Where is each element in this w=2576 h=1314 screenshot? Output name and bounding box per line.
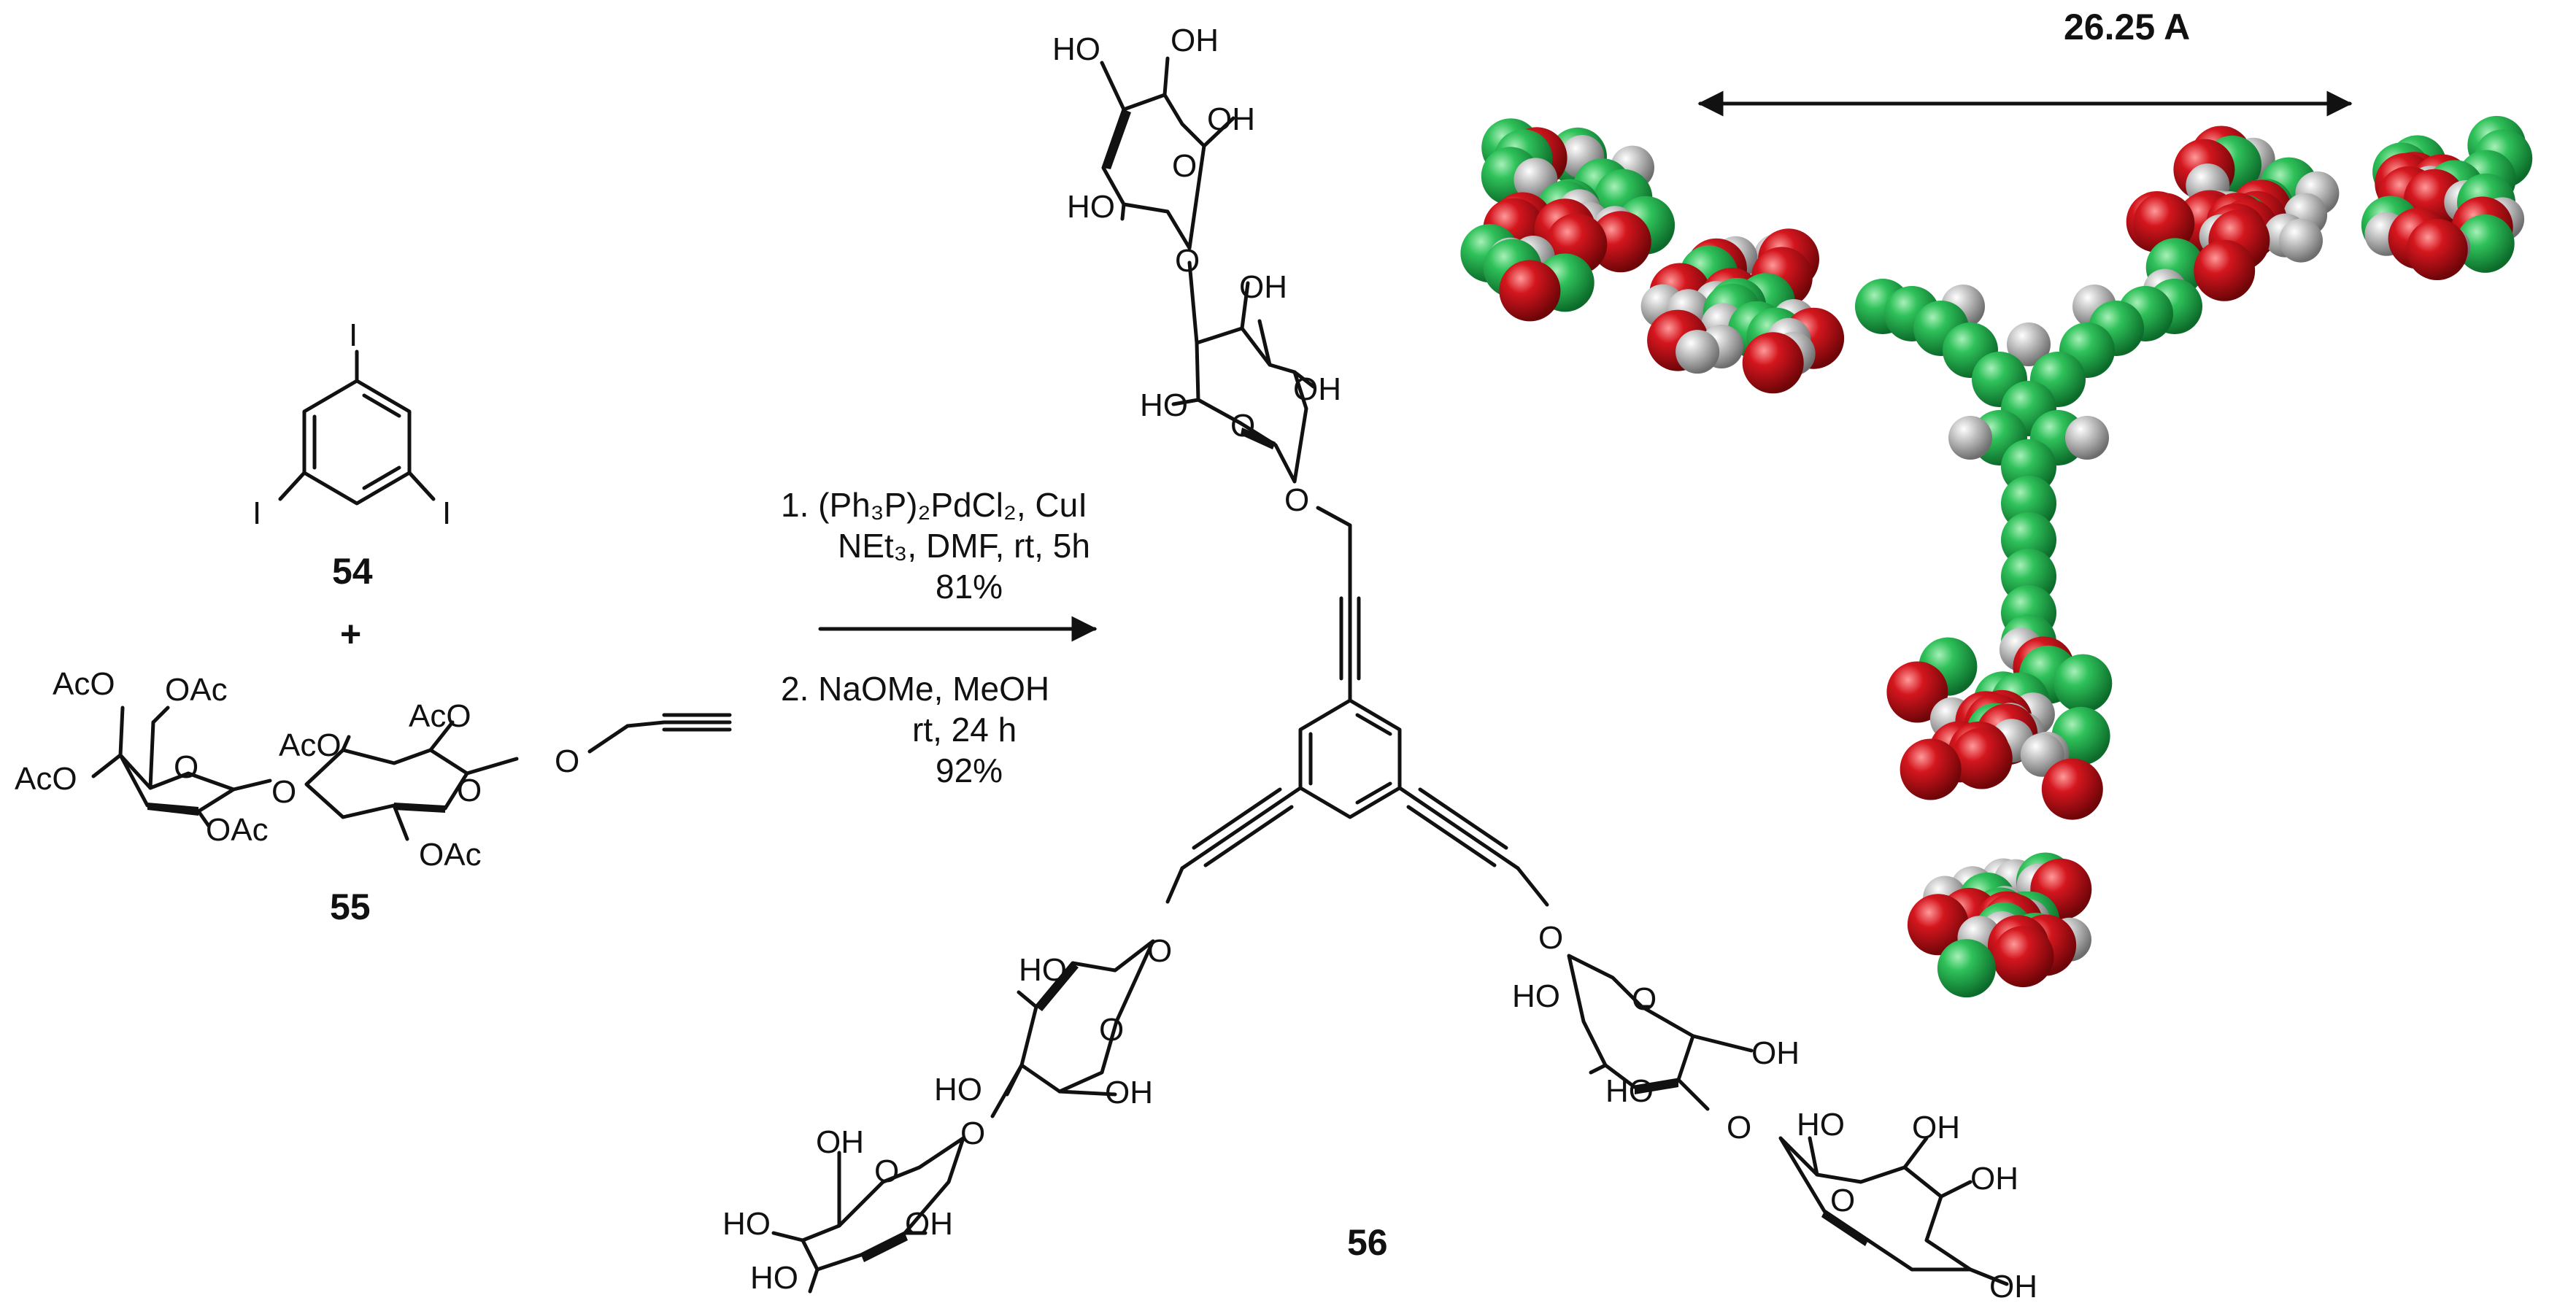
hydroxyl-label: HO — [1605, 1073, 1654, 1109]
hydroxyl-label: OH — [1105, 1075, 1153, 1110]
compound-55-number: 55 — [330, 886, 371, 927]
oxygen-atom — [2194, 239, 2256, 301]
anomeric-oxygen-label: O — [1284, 482, 1309, 518]
hydroxyl-label: HO — [1067, 189, 1115, 225]
ring-oxygen-label: O — [457, 773, 482, 808]
hydroxyl-label: OH — [1293, 371, 1341, 407]
plus-sign: + — [340, 614, 361, 654]
space-filling-model — [1460, 115, 2533, 998]
hydroxyl-label: HO — [1797, 1107, 1845, 1143]
ring-oxygen-label: O — [874, 1153, 899, 1189]
oxygen-atom — [1992, 926, 2054, 988]
iodine-label-left: I — [252, 495, 261, 531]
hydroxyl-label: OH — [905, 1206, 953, 1242]
acetoxy-label: AcO — [409, 698, 471, 734]
hydrogen-atom — [2279, 218, 2323, 263]
ring-oxygen-label: O — [1099, 1012, 1124, 1048]
oxygen-atom — [1589, 211, 1651, 273]
hydrogen-atom — [1675, 330, 1720, 374]
hydroxyl-label: OH — [1239, 269, 1287, 305]
acetoxy-label: AcO — [15, 761, 77, 797]
acetoxy-label: AcO — [53, 666, 115, 702]
hydroxyl-label: OH — [1989, 1269, 2037, 1305]
ring-oxygen-label: O — [174, 749, 198, 785]
step2-yield: 92% — [936, 751, 1003, 789]
ring-oxygen-label: O — [1830, 1183, 1855, 1218]
hydroxyl-label: HO — [1052, 31, 1100, 67]
oxygen-atom — [2406, 219, 2468, 280]
hydroxyl-label: HO — [750, 1260, 798, 1296]
hydrogen-atom — [1948, 416, 1992, 460]
oxygen-atom — [1742, 332, 1804, 394]
oxygen-atom — [1499, 260, 1561, 322]
hydroxyl-label: OH — [1912, 1110, 1960, 1145]
glycosidic-oxygen-label: O — [271, 774, 296, 810]
hydroxyl-label: OH — [816, 1124, 864, 1160]
oxygen-atom — [1907, 894, 1969, 956]
glycosidic-oxygen-label: O — [960, 1116, 985, 1151]
oxygen-atom — [2041, 758, 2103, 820]
anomeric-oxygen-label: O — [555, 743, 579, 779]
hydroxyl-label: OH — [1171, 23, 1219, 58]
step2-conditions: rt, 24 h — [912, 711, 1017, 749]
anomeric-oxygen-label: O — [1538, 920, 1563, 956]
hydrogen-atom — [2065, 416, 2109, 460]
hydroxyl-label: HO — [1140, 387, 1188, 423]
distance-label: 26.25 A — [2064, 7, 2190, 47]
hydroxyl-label: OH — [1970, 1161, 2018, 1197]
ring-oxygen-label: O — [1632, 981, 1657, 1017]
carbon-atom — [2054, 654, 2113, 713]
hydroxyl-label: OH — [1207, 101, 1255, 137]
oxygen-atom — [1900, 738, 1962, 800]
carbon-atom — [1937, 939, 1996, 998]
oxygen-atom — [1951, 727, 2013, 789]
hydroxyl-label: OH — [1751, 1035, 1800, 1071]
hydroxyl-label: HO — [934, 1072, 982, 1108]
hydrogen-atom — [2007, 322, 2051, 366]
ring-oxygen-label: O — [1172, 148, 1197, 184]
step1-solvent: NEt₃, DMF, rt, 5h — [838, 527, 1090, 565]
glycosidic-oxygen-label: O — [1175, 243, 1200, 279]
acetoxy-label: OAc — [419, 837, 482, 873]
compound-54-structure: I I I — [252, 317, 451, 531]
compound-56-structure: HO OH OH O HO O OH OH HO O O O HO O HO O… — [722, 23, 2037, 1305]
glycosidic-oxygen-label: O — [1727, 1110, 1751, 1145]
hydroxyl-label: HO — [1019, 952, 1067, 988]
compound-55-structure: AcO OAc AcO O OAc AcO O AcO O OAc O — [15, 666, 732, 873]
iodine-label-right: I — [442, 495, 451, 531]
acetoxy-label: OAc — [206, 812, 269, 848]
step2-reagents: 2. NaOMe, MeOH — [781, 670, 1049, 708]
step1-reagents: 1. (Ph₃P)₂PdCl₂, CuI — [781, 486, 1087, 524]
step1-yield: 81% — [936, 568, 1003, 606]
compound-54-number: 54 — [332, 551, 373, 592]
oxygen-atom — [1886, 661, 1948, 723]
anomeric-oxygen-label: O — [1147, 933, 1172, 969]
iodine-label-top: I — [349, 317, 358, 353]
acetoxy-label: OAc — [165, 672, 228, 708]
acetoxy-label: AcO — [279, 727, 342, 763]
ring-oxygen-label: O — [1230, 408, 1255, 444]
compound-56-number: 56 — [1347, 1222, 1388, 1263]
hydroxyl-label: HO — [1512, 978, 1560, 1014]
carbon-atom — [2456, 214, 2515, 273]
hydroxyl-label: HO — [722, 1206, 771, 1242]
